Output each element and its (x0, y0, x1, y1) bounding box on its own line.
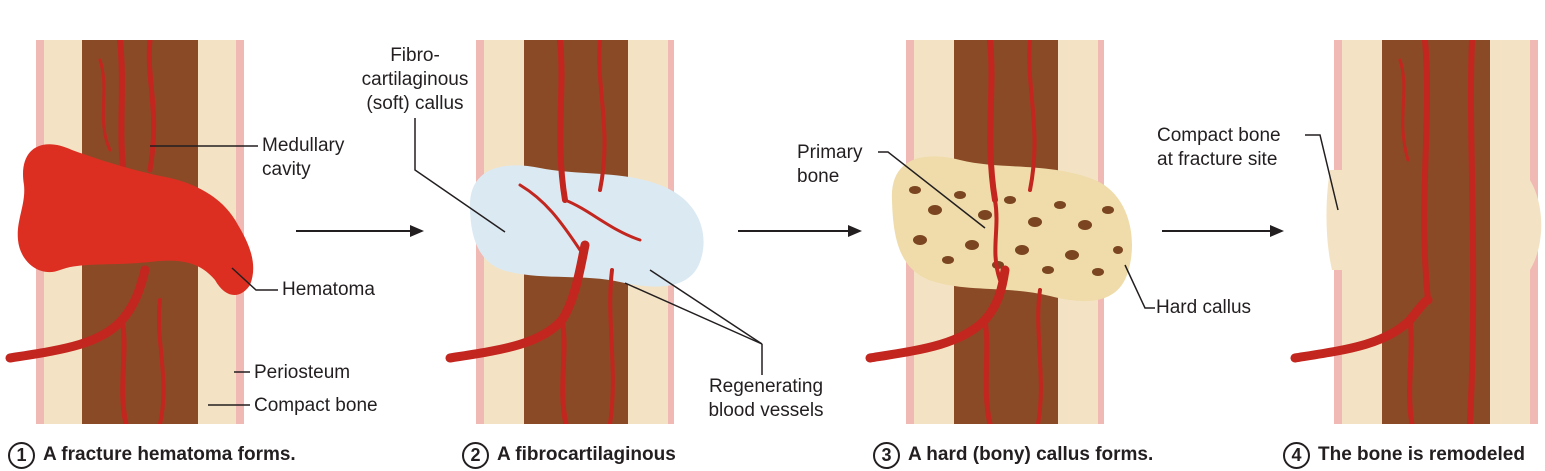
leader-lines (150, 118, 1339, 406)
vessel (117, 40, 127, 178)
vessel (865, 265, 1010, 363)
stage-caption-2: 2 A fibrocartilaginous (462, 440, 676, 470)
compact-bone-left (1342, 40, 1382, 424)
stage-arrow (738, 225, 862, 237)
stage-arrow (296, 225, 424, 237)
label-line: Fibro- (390, 45, 440, 66)
spongy-spot (1028, 217, 1042, 227)
label-line: cavity (262, 159, 311, 180)
spongy-spot (913, 235, 927, 245)
spongy-spot (909, 186, 921, 194)
spongy-spot (1004, 196, 1016, 204)
compact-bone-right (1490, 40, 1530, 424)
spongy-spot (1102, 206, 1114, 214)
leader-line (649, 269, 763, 345)
caption-text: A fibrocartilaginous (497, 444, 676, 465)
spongy-spot (928, 205, 942, 215)
spongy-spot (978, 210, 992, 220)
vessel (559, 317, 569, 424)
compact-bone-fracture-site (1326, 170, 1346, 270)
vessel (597, 40, 607, 192)
spongy-bone-pattern (909, 186, 1123, 276)
panel-1-bone (5, 40, 254, 424)
spongy-spot (1078, 220, 1092, 230)
label-compact-bone-fracture-site: Compact bone at fracture site (1157, 124, 1281, 172)
stage-caption-1: 1 A fracture hematoma forms. (8, 440, 296, 470)
vessel (1467, 40, 1477, 424)
vessel (1421, 40, 1431, 303)
caption-text: A fracture hematoma forms. (43, 444, 296, 465)
caption-text: The bone is remodeled (1318, 444, 1525, 465)
label-regenerating-blood-vessels: Regenerating blood vessels (698, 375, 834, 423)
vessel (146, 40, 157, 173)
vessel (98, 58, 112, 152)
soft-callus (470, 165, 704, 287)
spongy-spot (1113, 246, 1123, 254)
caption-text: A hard (bony) callus forms. (908, 444, 1154, 465)
spongy-spot (1054, 201, 1066, 209)
label-line: bone (797, 166, 840, 187)
label-line: Primary (797, 142, 863, 163)
hard-callus (891, 156, 1132, 302)
spongy-spot (965, 240, 979, 250)
step-number-badge: 2 (462, 441, 489, 469)
step-number-badge: 1 (8, 441, 35, 469)
hematoma (17, 144, 254, 296)
label-line: Compact bone (1157, 125, 1281, 146)
label-hard-callus: Hard callus (1156, 297, 1252, 318)
vessel (445, 240, 590, 363)
leader-line (231, 267, 278, 291)
label-line: Medullary (262, 135, 345, 156)
spongy-spot (1015, 245, 1029, 255)
vessel (156, 298, 166, 424)
vessel (119, 317, 129, 424)
spongy-spot (1092, 268, 1104, 276)
label-line: at fracture site (1157, 149, 1278, 170)
spongy-spot (954, 191, 966, 199)
label-primary-bone: Primary bone (797, 141, 862, 189)
panel-4-bone (1290, 40, 1542, 424)
label-hematoma: Hematoma (282, 279, 375, 300)
vessel (982, 317, 993, 424)
compact-bone-fracture-site (1526, 180, 1542, 270)
vessel (5, 265, 150, 363)
stage-caption-3: 3 A hard (bony) callus forms. (873, 440, 1153, 470)
stage-arrow (1162, 225, 1284, 237)
vessel (987, 40, 998, 203)
label-line: cartilaginous (361, 69, 469, 90)
label-periosteum: Periosteum (254, 362, 351, 383)
label-compact-bone: Compact bone (254, 395, 378, 416)
step-number-badge: 4 (1283, 441, 1310, 469)
vessel (1036, 288, 1043, 424)
leader-line (878, 151, 986, 229)
label-fibrocartilaginous-callus: Fibro- cartilaginous (soft) callus (352, 44, 478, 116)
label-line: (soft) callus (366, 93, 464, 114)
vessel (557, 40, 568, 203)
vessel (1027, 40, 1037, 192)
spongy-spot (1065, 250, 1079, 260)
leader-line (1124, 264, 1155, 309)
spongy-spot (1042, 266, 1054, 274)
vessel (518, 183, 582, 252)
spongy-spot (942, 256, 954, 264)
label-line: Regenerating (708, 376, 824, 397)
step-number-badge: 3 (873, 441, 900, 469)
leader-line (414, 118, 506, 233)
vessel (1290, 295, 1433, 363)
leader-line (624, 282, 763, 345)
leader-line (1305, 134, 1339, 211)
panel-3-bone (865, 40, 1132, 424)
label-line: blood vessels (708, 400, 824, 421)
vessel (1398, 58, 1410, 162)
vessel (993, 198, 1002, 282)
stage-caption-4: 4 The bone is remodeled (1283, 440, 1545, 470)
panel-2-bone (445, 40, 704, 424)
vessel (1407, 317, 1415, 424)
vessel (608, 268, 615, 424)
vessel (563, 198, 642, 242)
label-medullary-cavity: Medullary cavity (262, 134, 344, 182)
